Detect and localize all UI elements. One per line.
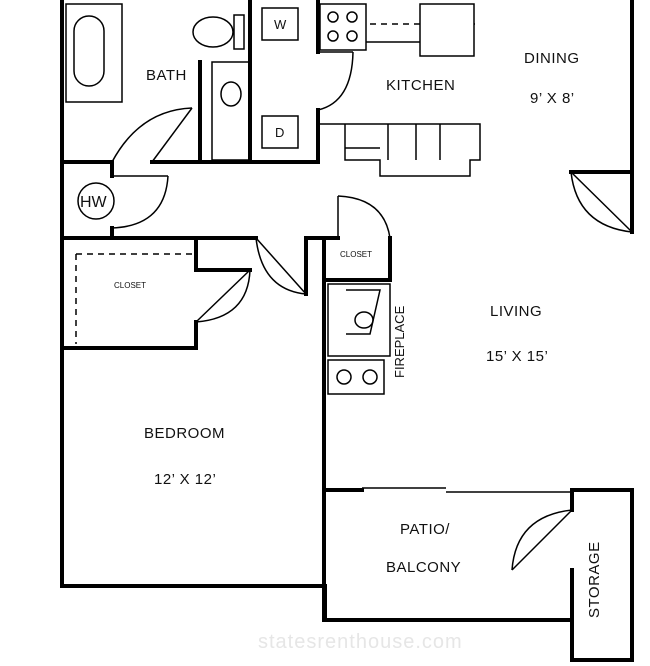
stove [319,3,367,51]
patio-walls [322,487,634,622]
bedroom-closet-label: CLOSET [114,281,146,290]
storage-label: STORAGE [586,541,603,618]
kitchen-fixtures [318,3,481,177]
bath-label: BATH [146,67,187,84]
living-label: LIVING [490,303,542,320]
living-closet-label: CLOSET [340,250,372,259]
bedroom-label: BEDROOM [144,425,225,442]
dryer-label: D [275,125,284,140]
refrigerator [419,3,475,57]
bath-door [111,107,193,163]
water-heater-label: HW [80,194,108,211]
fireplace-label: FIREPLACE [392,305,407,378]
toilet [192,14,245,50]
patio-label: PATIO/ [400,521,450,538]
water-heater [77,182,115,220]
bedroom-closet-door [195,269,251,323]
washer [261,7,299,41]
watermark: statesrenthouse.com [258,631,463,653]
exterior-walls [60,0,634,662]
balcony-label: BALCONY [386,559,461,576]
fireplace-unit [327,283,391,395]
kitchen-label: KITCHEN [386,77,455,94]
laundry-closet [248,0,354,164]
living-closet [322,195,392,282]
washer-label: W [274,17,287,32]
dining-label: DINING [524,50,580,67]
bedroom-door [255,237,307,295]
living-size: 15’ X 15’ [486,348,548,365]
bathtub [65,3,123,103]
dining-door [570,171,633,233]
dining-size: 9’ X 8’ [530,90,575,107]
dryer [261,115,299,149]
bedroom-size: 12’ X 12’ [154,471,216,488]
bedroom-walls [60,236,326,492]
vanity [211,61,251,161]
